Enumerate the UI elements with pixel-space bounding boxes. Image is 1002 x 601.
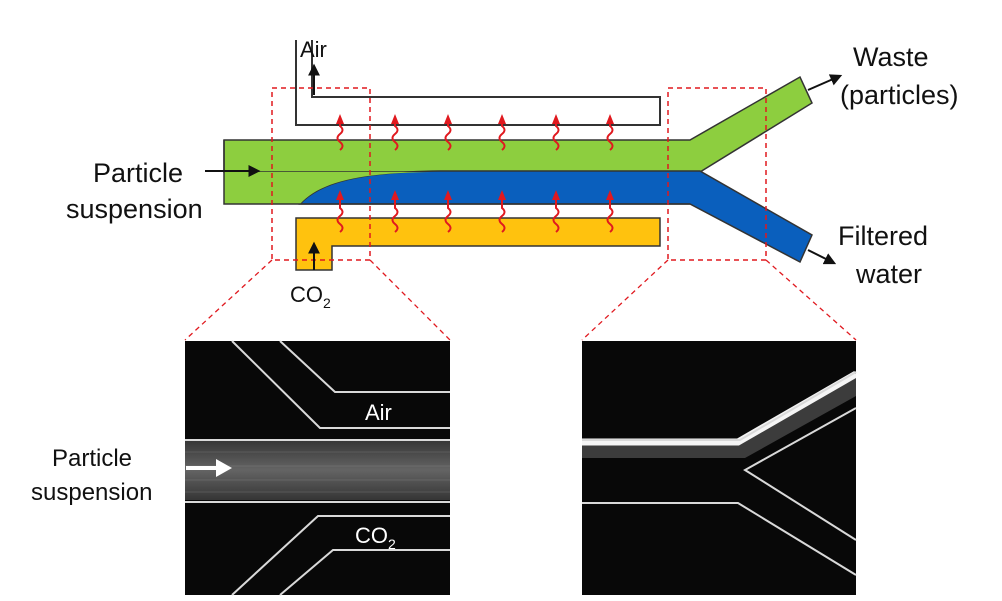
- waste-outlet-arrow: [807, 74, 843, 91]
- micro-co2-label: CO2: [355, 523, 396, 552]
- micrograph-outlet-walls: [582, 371, 857, 576]
- schematic: Air Particle suspension CO2 Waste (parti…: [66, 37, 959, 341]
- micro-air-label: Air: [365, 400, 392, 425]
- air-label: Air: [300, 37, 327, 62]
- co2-label: CO2: [290, 282, 331, 311]
- filtered-outlet-arrow: [807, 249, 837, 265]
- co2-diffusion-arrows-lower: [336, 190, 614, 233]
- co2-diffusion-arrows-upper: [336, 114, 614, 151]
- waste-label-2: (particles): [840, 80, 959, 110]
- particle-suspension-label-1: Particle: [93, 158, 183, 188]
- waste-label-1: Waste: [853, 42, 929, 72]
- micro-particle-label-1: Particle: [52, 445, 132, 472]
- micrograph-inlet-walls: [185, 340, 450, 596]
- filtered-water-label-2: water: [855, 259, 922, 289]
- zoom-box-inlet: [271, 87, 371, 261]
- micro-particle-label-2: suspension: [31, 479, 152, 506]
- micrograph-outlet: [582, 341, 858, 595]
- zoom-box-outlet: [667, 87, 767, 261]
- particle-suspension-label-2: suspension: [66, 194, 203, 224]
- filtered-water-label-1: Filtered: [838, 221, 928, 251]
- air-channel-fill: [297, 98, 659, 124]
- co2-channel: [295, 217, 661, 271]
- micrograph-inlet: Air CO2: [185, 340, 450, 596]
